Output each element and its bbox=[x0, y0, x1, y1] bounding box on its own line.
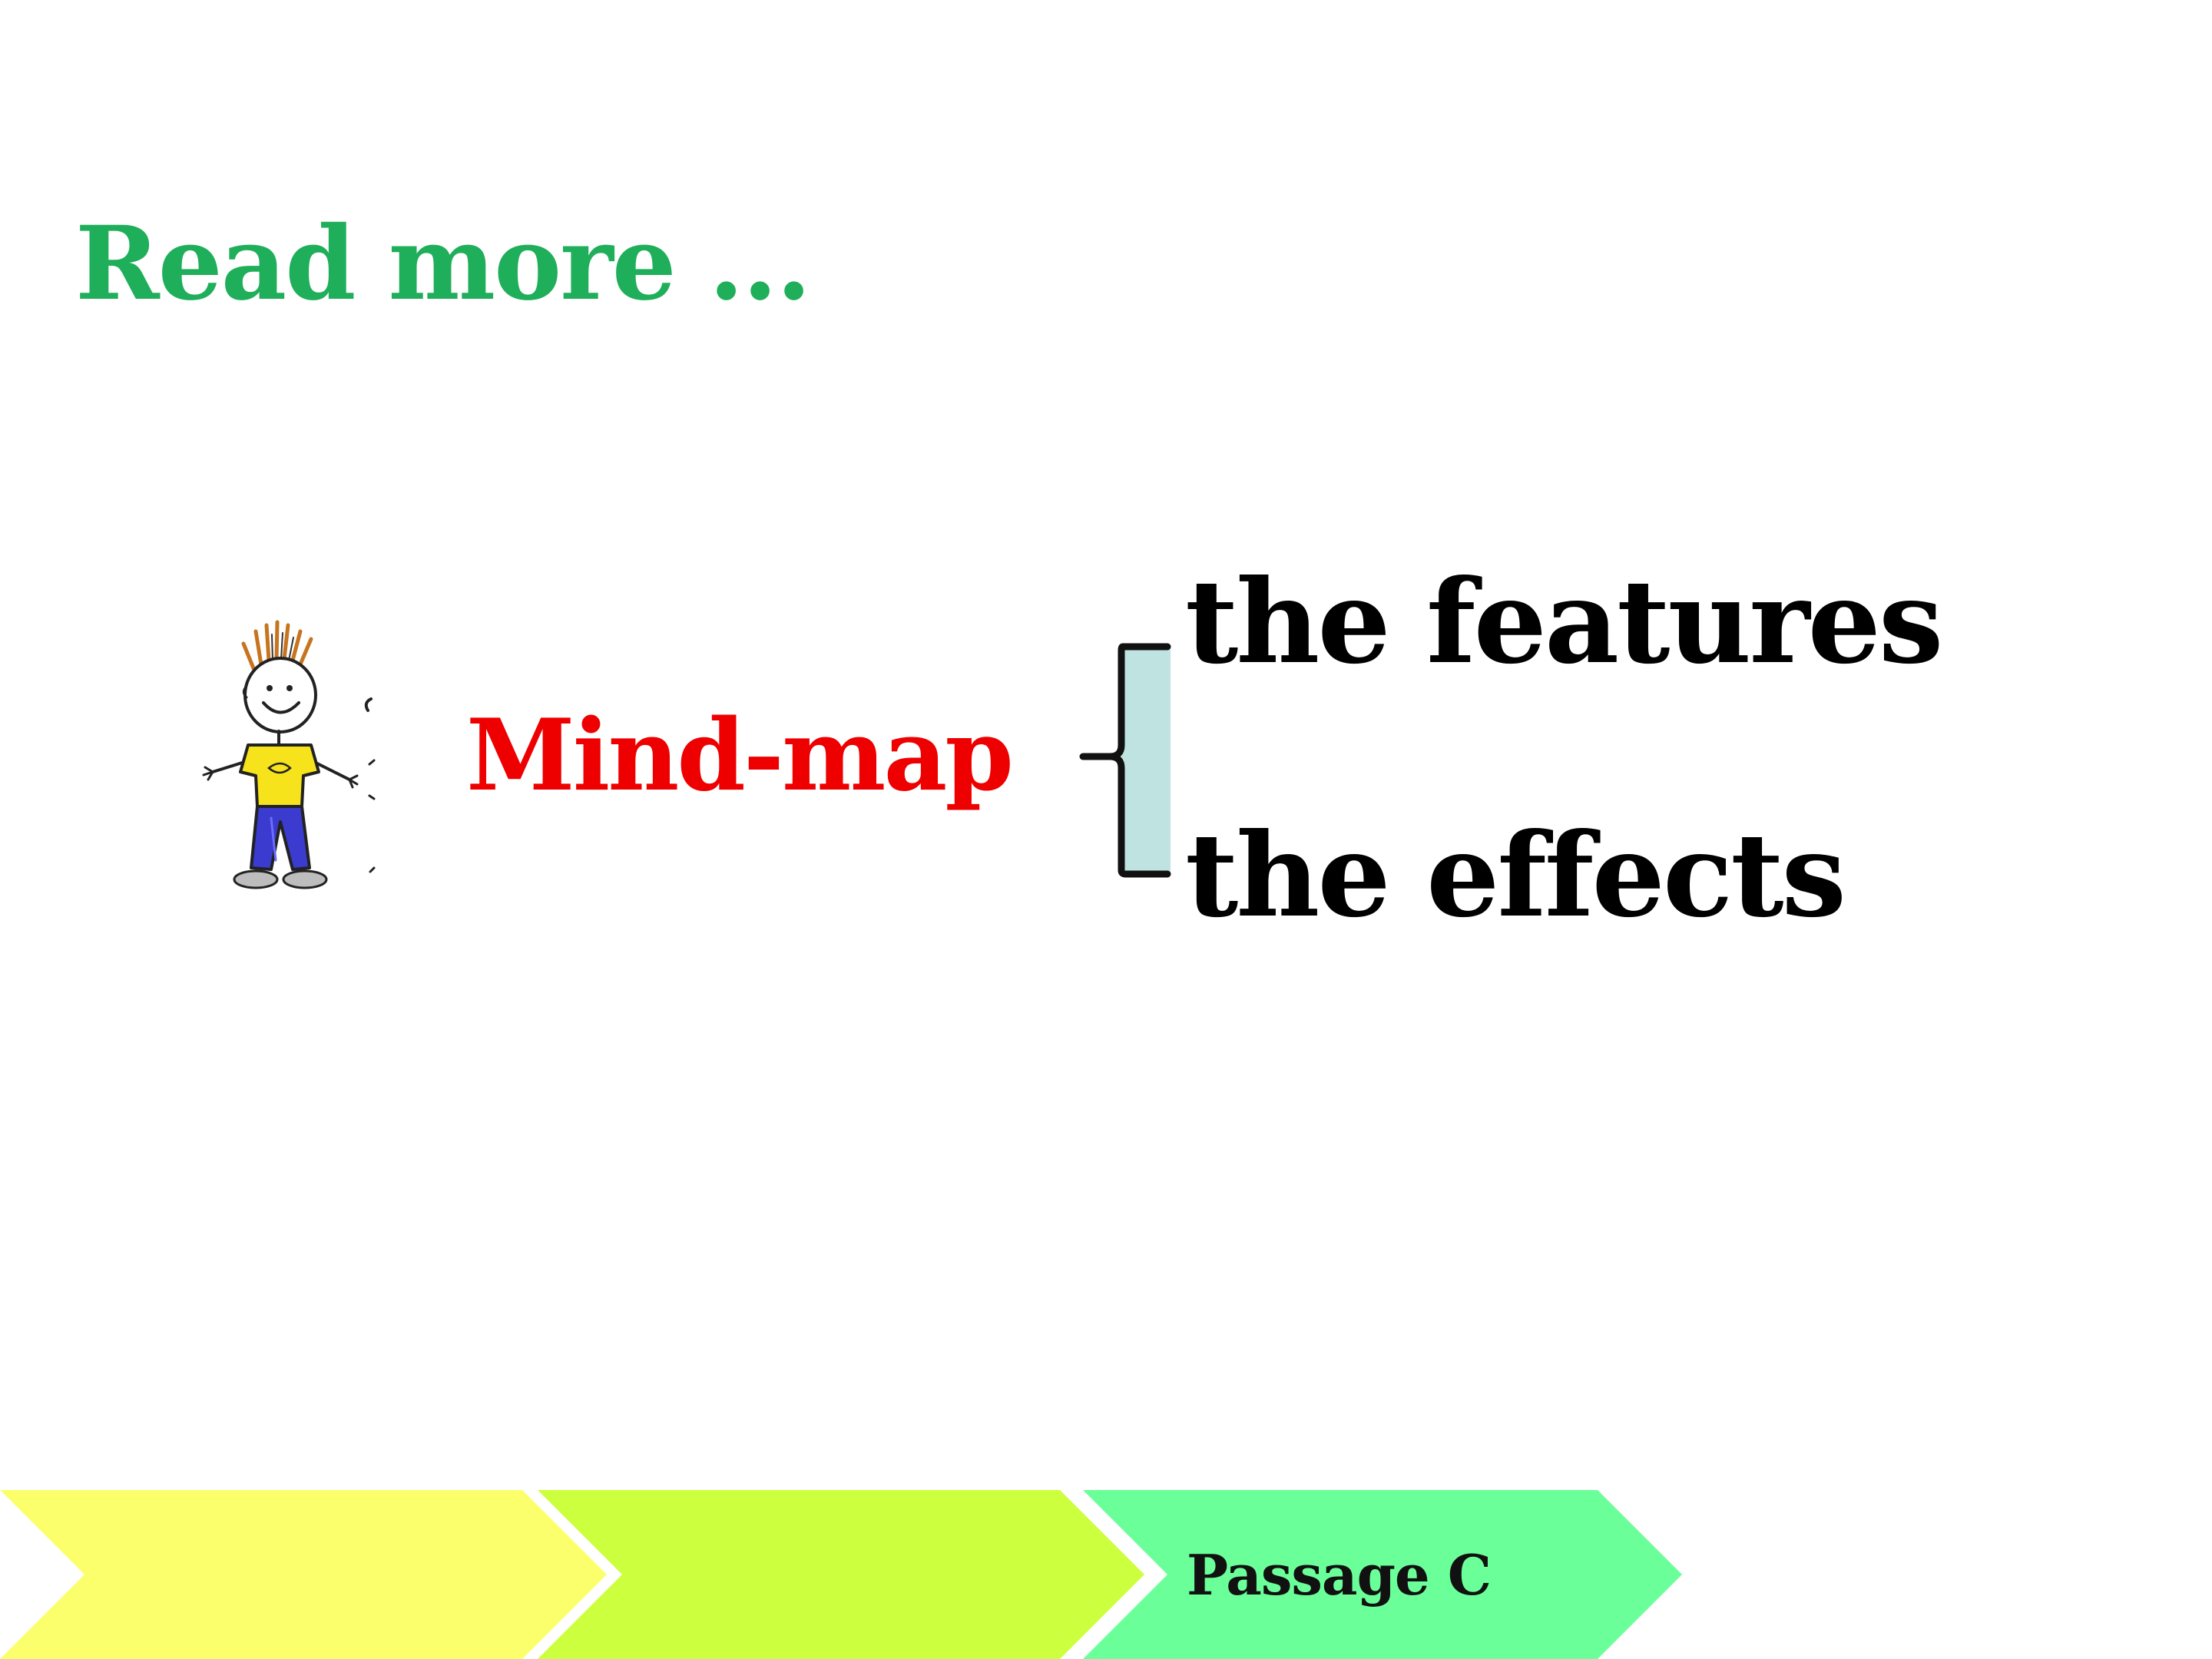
curly-brace-connector bbox=[1079, 643, 1171, 878]
cartoon-boy-illustration bbox=[202, 620, 376, 889]
slide-title: Read more ... bbox=[75, 204, 812, 323]
progress-step-3 bbox=[1083, 1490, 1682, 1659]
branch-features: the features bbox=[1185, 555, 1943, 690]
progress-step-1 bbox=[0, 1490, 607, 1659]
branch-effects: the effects bbox=[1185, 808, 1846, 943]
progress-chevron-bar bbox=[0, 1490, 1682, 1659]
mind-map-label: Mind-map bbox=[466, 698, 1014, 813]
progress-step-2 bbox=[538, 1490, 1144, 1659]
progress-step-3-label: Passage C bbox=[1187, 1542, 1492, 1608]
